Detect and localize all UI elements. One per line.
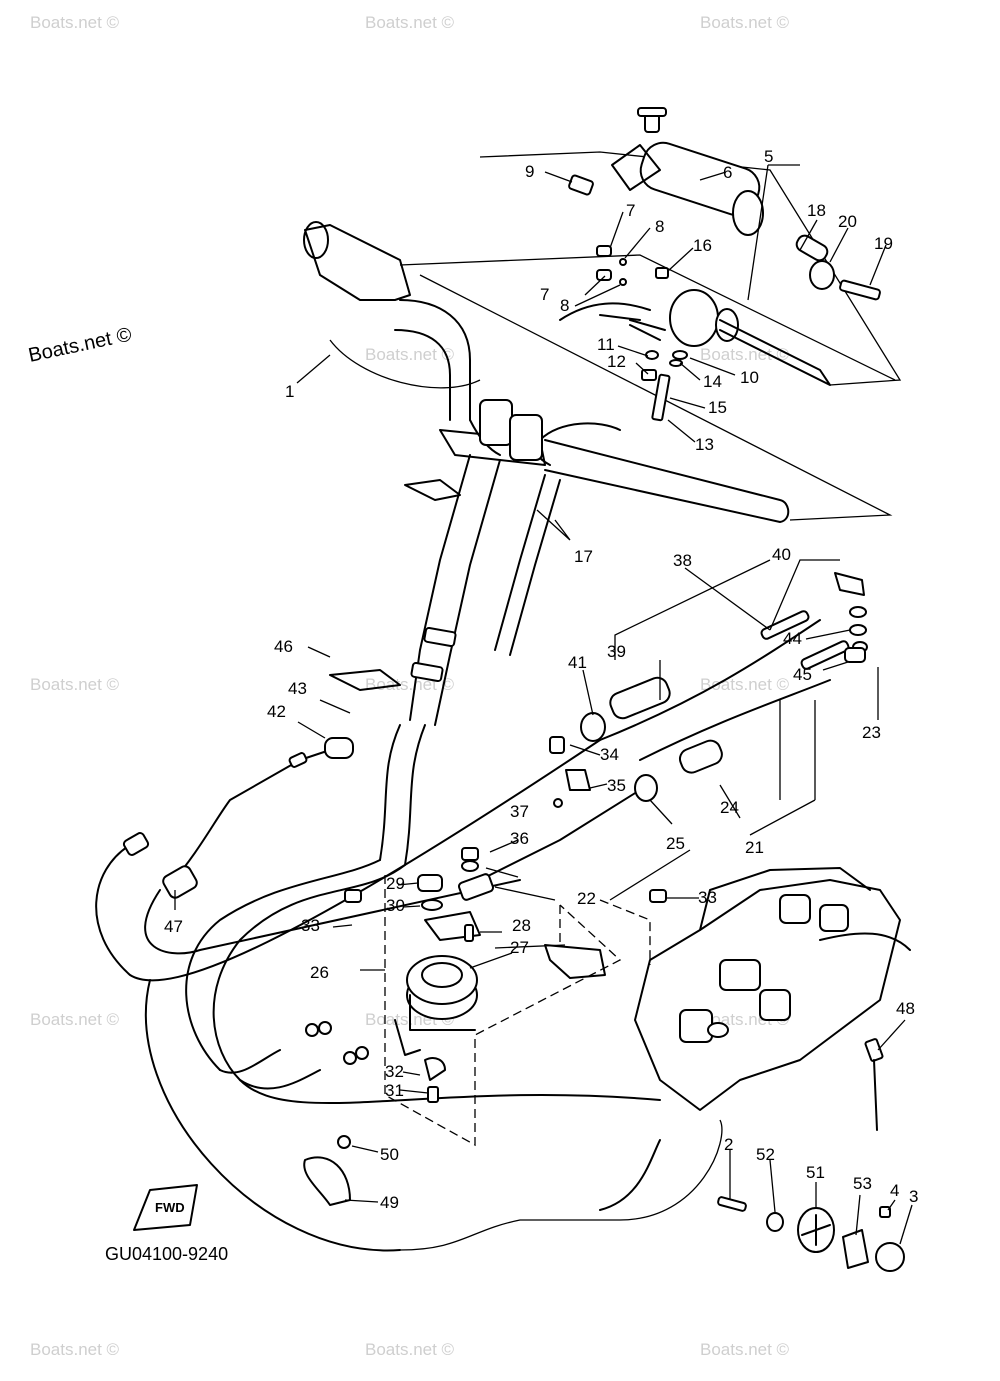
callout-31: 31 (385, 1081, 404, 1100)
watermark: Boats.net © (365, 345, 455, 364)
handlebar-assembly (303, 221, 790, 866)
callout-14: 14 (703, 372, 722, 391)
callout-18: 18 (807, 201, 826, 220)
callout-45: 45 (793, 665, 812, 684)
callout-17: 17 (574, 547, 593, 566)
callout-6: 6 (723, 163, 732, 182)
callout-48: 48 (896, 999, 915, 1018)
callout-38: 38 (673, 551, 692, 570)
callout-49: 49 (380, 1193, 399, 1212)
callout-1: 1 (285, 382, 294, 401)
callout-7b: 7 (540, 285, 549, 304)
callout-53: 53 (853, 1174, 872, 1193)
callout-25: 25 (666, 834, 685, 853)
callout-52: 52 (756, 1145, 775, 1164)
callout-37: 37 (510, 802, 529, 821)
callout-15: 15 (708, 398, 727, 417)
callout-43: 43 (288, 679, 307, 698)
callout-11: 11 (597, 335, 615, 354)
callout-50: 50 (380, 1145, 399, 1164)
callout-27: 27 (510, 938, 529, 957)
watermark: Boats.net © (30, 13, 120, 32)
watermark: Boats.net © (365, 13, 455, 32)
diagram-code: GU04100-9240 (105, 1244, 228, 1264)
watermark: Boats.net © (365, 1340, 455, 1359)
callout-3: 3 (909, 1187, 918, 1206)
callout-40: 40 (772, 545, 791, 564)
watermark: Boats.net © (30, 1340, 120, 1359)
loose-parts: FWD (133, 1038, 905, 1272)
callout-16: 16 (693, 236, 712, 255)
callout-10: 10 (740, 368, 759, 387)
fwd-label: FWD (155, 1200, 185, 1215)
callout-35: 35 (607, 776, 626, 795)
callout-28: 28 (512, 916, 531, 935)
callout-7a: 7 (626, 201, 635, 220)
callout-32: 32 (385, 1062, 404, 1081)
callout-44: 44 (783, 629, 802, 648)
callout-24: 24 (720, 798, 739, 817)
callout-5: 5 (764, 147, 773, 166)
callout-42: 42 (267, 702, 286, 721)
callout-29: 29 (386, 874, 405, 893)
callout-13: 13 (695, 435, 714, 454)
callout-23: 23 (862, 723, 881, 742)
callout-22: 22 (577, 889, 596, 908)
callout-41: 41 (568, 653, 587, 672)
callout-8a: 8 (655, 217, 664, 236)
watermark: Boats.net © (700, 13, 790, 32)
callout-20: 20 (838, 212, 857, 231)
watermark: Boats.net © (700, 345, 790, 364)
watermark: Boats.net © (700, 675, 790, 694)
callout-51: 51 (806, 1163, 825, 1182)
callout-33b: 33 (698, 888, 717, 907)
callout-4: 4 (890, 1181, 899, 1200)
callout-2: 2 (724, 1135, 733, 1154)
watermark-layer: Boats.net © Boats.net © Boats.net © Boat… (30, 13, 790, 1359)
callout-21: 21 (745, 838, 764, 857)
callout-39: 39 (607, 642, 626, 661)
watermark: Boats.net © (30, 1010, 120, 1029)
watermark-main: Boats.net © (26, 324, 133, 367)
callout-36: 36 (510, 829, 529, 848)
watermark: Boats.net © (700, 1340, 790, 1359)
callout-8b: 8 (560, 296, 569, 315)
cables (95, 339, 868, 1252)
callout-19: 19 (874, 234, 893, 253)
callout-labels: 1 2 3 4 5 6 7 7 8 8 9 10 11 12 13 14 15 … (164, 147, 918, 1212)
callout-34: 34 (600, 745, 619, 764)
engine-block (634, 867, 911, 1111)
callout-47: 47 (164, 917, 183, 936)
cable-bracket-assembly (305, 736, 667, 1147)
throttle-grip-assembly (399, 107, 902, 521)
callout-46: 46 (274, 637, 293, 656)
watermark: Boats.net © (30, 675, 120, 694)
callout-26: 26 (310, 963, 329, 982)
callout-12: 12 (607, 352, 626, 371)
callout-30: 30 (386, 896, 405, 915)
leader-lines (174, 164, 913, 1245)
callout-33a: 33 (301, 916, 320, 935)
callout-9: 9 (525, 162, 534, 181)
